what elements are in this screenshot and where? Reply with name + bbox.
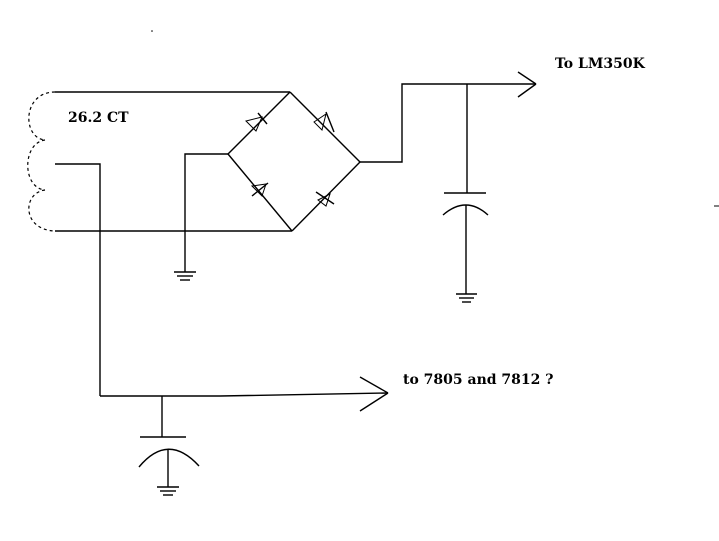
diode-lower-right xyxy=(315,191,335,207)
capacitor-bottom xyxy=(138,396,200,487)
bridge-rectifier xyxy=(227,91,361,232)
output-label-bottom: to 7805 and 7812 ? xyxy=(403,372,553,388)
transformer-coil xyxy=(27,91,56,232)
diode-upper-left xyxy=(245,112,268,132)
capacitor-top xyxy=(442,84,489,294)
wire-center-tap-output xyxy=(100,392,389,397)
arrow-icon xyxy=(517,71,537,98)
wire-bridge-ground xyxy=(184,153,228,272)
stray-dot xyxy=(151,30,153,32)
transformer-label: 26.2 CT xyxy=(68,110,129,126)
ground-icon xyxy=(456,293,477,303)
diode-lower-left xyxy=(250,182,269,197)
diode-upper-right xyxy=(313,111,335,133)
wire-bridge-output xyxy=(360,83,536,163)
arrow-icon xyxy=(359,376,389,412)
output-label-top: To LM350K xyxy=(555,56,646,72)
wire-center-tap xyxy=(55,163,101,396)
ground-icon xyxy=(157,486,179,496)
ground-icon xyxy=(174,271,196,281)
